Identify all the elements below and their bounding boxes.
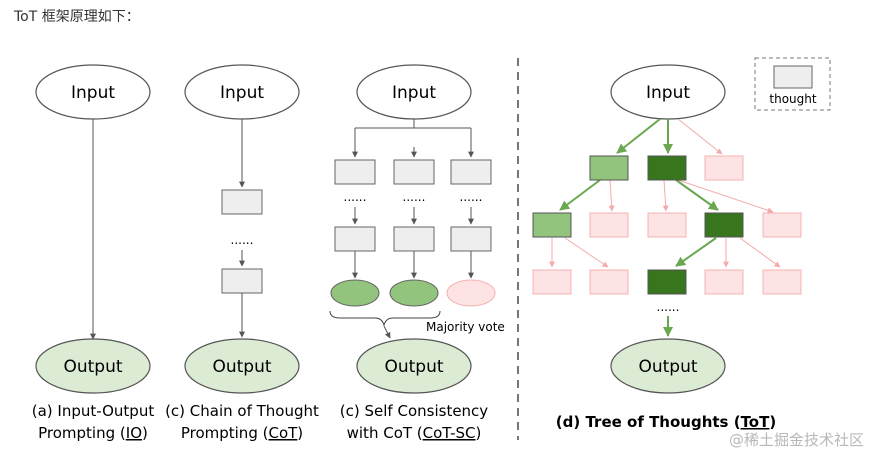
sc-dots-b: ......: [403, 190, 426, 204]
tot-thought-l2-2: [589, 212, 629, 238]
cot-caption-line1: (c) Chain of Thought: [165, 402, 319, 420]
io-output-label: Output: [63, 357, 122, 377]
tot-output-label: Output: [638, 357, 697, 377]
sc-caption-suffix: ): [476, 424, 482, 442]
sc-dots-a: ......: [344, 190, 367, 204]
io-caption-line2: Prompting (IO): [38, 424, 148, 442]
sc-output-node: [356, 338, 472, 394]
sc-answer-b: [389, 279, 439, 307]
panel-cot: Input ...... Output (c) Chain of Thought…: [165, 64, 319, 442]
sc-majority-brace: [329, 310, 441, 327]
tot-output-node: [610, 338, 726, 394]
sc-input-label: Input: [392, 83, 436, 103]
tot-edge-pruned: [677, 118, 723, 155]
tot-edge-pruned: [662, 179, 669, 212]
sc-caption-line2: with CoT (CoT-SC): [347, 424, 482, 442]
panel-tot: Input ...... Output: [532, 57, 831, 431]
io-caption-line1: (a) Input-Output: [32, 402, 155, 420]
cot-thought-1: [221, 189, 263, 215]
tot-thought-l3-4: [704, 269, 744, 295]
sc-caption-line1: (c) Self Consistency: [340, 402, 489, 420]
sc-arrow-out: [383, 325, 391, 339]
tot-edge-pruned: [677, 179, 774, 214]
tot-thought-l3-1: [532, 269, 572, 295]
sc-link[interactable]: CoT-SC: [423, 424, 476, 442]
tot-thought-l1-3: [704, 155, 744, 181]
tot-thought-l3-3: [647, 269, 687, 295]
tot-dots: ......: [657, 300, 680, 314]
sc-thought-b1: [393, 159, 435, 185]
sc-dots-c: ......: [460, 190, 483, 204]
tot-caption-suffix: ): [769, 413, 776, 431]
tot-thought-l2-3: [647, 212, 687, 238]
intro-text: ToT 框架原理如下：: [14, 9, 140, 25]
tot-input-label: Input: [646, 83, 690, 103]
sc-thought-a2: [334, 226, 376, 252]
tot-thought-l2-1: [532, 212, 572, 238]
cot-link[interactable]: CoT: [268, 424, 298, 442]
tot-edge-selected: [616, 118, 661, 154]
tot-thought-l3-5: [762, 269, 802, 295]
io-input-label: Input: [71, 83, 115, 103]
cot-caption-line2: Prompting (CoT): [181, 424, 303, 442]
tot-edge-pruned: [564, 237, 609, 268]
panel-io: Input Output (a) Input-Output Prompting …: [32, 64, 155, 442]
sc-thought-c1: [450, 159, 492, 185]
io-caption-prefix: Prompting (: [38, 424, 126, 442]
sc-answer-a: [330, 279, 380, 307]
tot-edge-pruned: [739, 237, 781, 268]
tot-edge-selected: [675, 179, 719, 211]
sc-thought-a1: [334, 159, 376, 185]
sc-answer-c: [446, 279, 496, 307]
cot-dots: ......: [231, 233, 254, 247]
sc-output-label: Output: [384, 357, 443, 377]
sc-majority-vote-label: Majority vote: [426, 320, 505, 334]
tot-caption-prefix: (d) Tree of Thoughts (: [556, 413, 741, 431]
panel-cot-sc: Input ...... ...... ...... Majority vote: [329, 64, 505, 442]
tot-thought-l1-2: [647, 155, 687, 181]
tot-thought-l1-1: [589, 155, 629, 181]
tot-caption: (d) Tree of Thoughts (ToT): [556, 413, 776, 431]
legend-thought-swatch: [773, 65, 813, 89]
io-link[interactable]: IO: [126, 424, 142, 442]
cot-thought-2: [221, 268, 263, 294]
tot-thought-l3-2: [589, 269, 629, 295]
tot-thought-l2-5: [762, 212, 802, 238]
tot-edge-selected: [559, 179, 601, 211]
cot-caption-prefix: Prompting (: [181, 424, 269, 442]
watermark: @稀土掘金技术社区: [728, 431, 864, 449]
sc-thought-c2: [450, 226, 492, 252]
tot-edge-pruned: [608, 179, 615, 212]
cot-output-label: Output: [212, 357, 271, 377]
io-caption-suffix: ): [142, 424, 148, 442]
sc-thought-b2: [393, 226, 435, 252]
cot-caption-suffix: ): [297, 424, 303, 442]
cot-input-label: Input: [220, 83, 264, 103]
tot-link[interactable]: ToT: [741, 413, 771, 431]
io-output-node: [35, 338, 151, 394]
tot-thought-l2-4: [704, 212, 744, 238]
cot-output-node: [184, 338, 300, 394]
tot-edge-selected: [675, 237, 717, 267]
sc-caption-prefix: with CoT (: [347, 424, 423, 442]
legend-thought-label: thought: [769, 92, 816, 106]
legend-box: [754, 57, 831, 111]
